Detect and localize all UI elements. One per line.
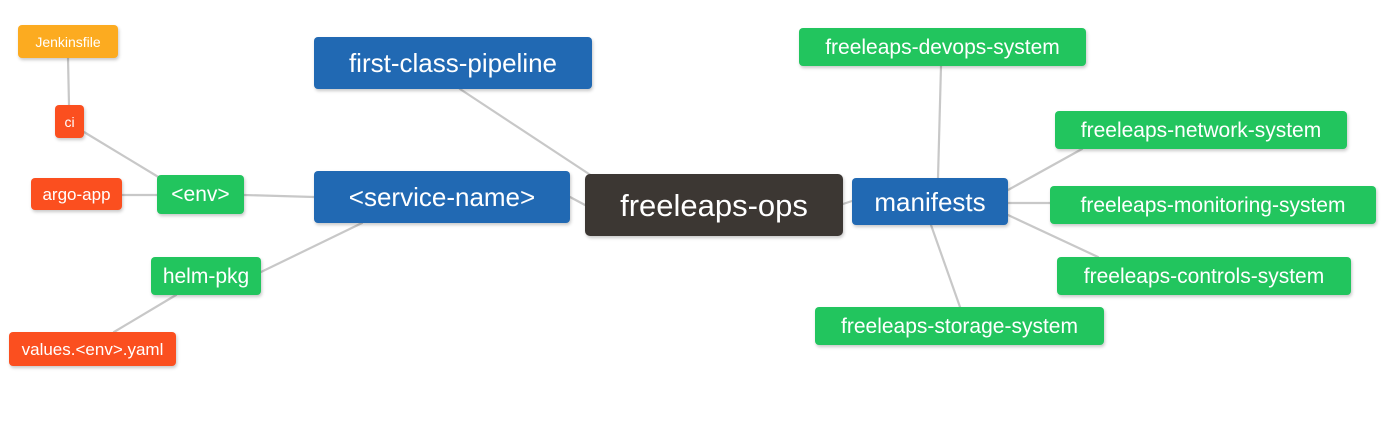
node-jenkinsfile[interactable]: Jenkinsfile <box>18 25 118 58</box>
node-root[interactable]: freeleaps-ops <box>585 174 843 236</box>
node-values-yaml[interactable]: values.<env>.yaml <box>9 332 176 366</box>
node-label-helm-pkg: helm-pkg <box>162 264 250 288</box>
node-label-argo-app: argo-app <box>42 184 111 204</box>
edge-env-ci <box>82 130 162 180</box>
node-label-controls-system: freeleaps-controls-system <box>1083 264 1325 288</box>
node-monitoring-system[interactable]: freeleaps-monitoring-system <box>1050 186 1376 224</box>
edge-manifests-network-system <box>1006 147 1084 192</box>
node-label-ci: ci <box>64 113 75 130</box>
node-first-class-pipeline[interactable]: first-class-pipeline <box>314 37 592 89</box>
edge-manifests-storage-system <box>929 223 962 309</box>
node-controls-system[interactable]: freeleaps-controls-system <box>1057 257 1351 295</box>
node-label-env: <env> <box>171 183 230 206</box>
edge-manifests-devops-system <box>936 64 943 180</box>
node-network-system[interactable]: freeleaps-network-system <box>1055 111 1347 149</box>
edge-service-name-helm-pkg <box>259 221 364 274</box>
node-label-service-name: <service-name> <box>348 182 536 212</box>
node-label-jenkinsfile: Jenkinsfile <box>35 33 101 50</box>
node-service-name[interactable]: <service-name> <box>314 171 570 223</box>
edge-root-service-name <box>568 195 587 207</box>
node-storage-system[interactable]: freeleaps-storage-system <box>815 307 1104 345</box>
node-label-manifests: manifests <box>874 186 986 217</box>
node-devops-system[interactable]: freeleaps-devops-system <box>799 28 1086 66</box>
node-helm-pkg[interactable]: helm-pkg <box>151 257 261 295</box>
edge-root-first-class-pipeline <box>458 87 594 178</box>
edge-root-manifests <box>841 199 854 206</box>
edge-ci-jenkinsfile <box>66 56 71 107</box>
node-label-values-yaml: values.<env>.yaml <box>21 339 164 359</box>
node-env[interactable]: <env> <box>157 175 244 214</box>
node-label-root: freeleaps-ops <box>620 187 808 223</box>
node-label-monitoring-system: freeleaps-monitoring-system <box>1080 193 1346 217</box>
node-label-storage-system: freeleaps-storage-system <box>841 314 1078 338</box>
node-ci[interactable]: ci <box>55 105 84 138</box>
node-label-devops-system: freeleaps-devops-system <box>825 35 1060 59</box>
node-argo-app[interactable]: argo-app <box>31 178 122 210</box>
edge-helm-pkg-values-yaml <box>112 293 178 334</box>
edge-service-name-env <box>242 193 316 199</box>
node-label-network-system: freeleaps-network-system <box>1080 118 1322 142</box>
node-manifests[interactable]: manifests <box>852 178 1008 225</box>
node-label-first-class-pipeline: first-class-pipeline <box>348 48 558 78</box>
